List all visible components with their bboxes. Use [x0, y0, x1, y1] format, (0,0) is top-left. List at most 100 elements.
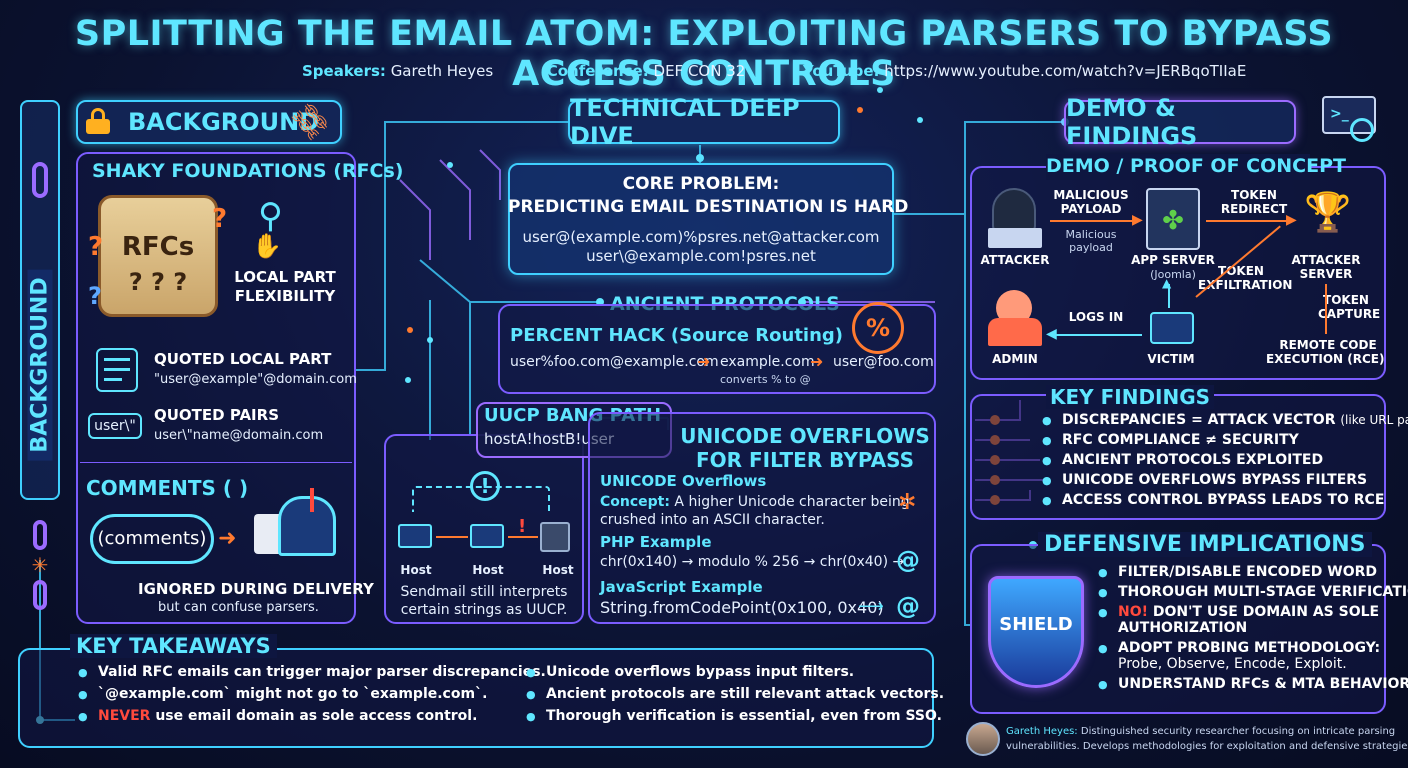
- finding-text: DISCREPANCIES = ATTACK VECTOR: [1062, 412, 1336, 428]
- hacker-icon: [992, 188, 1036, 232]
- never-label: NEVER: [98, 708, 151, 724]
- finding-note: (like URL parsing): [1340, 413, 1408, 427]
- takeaway-item: Unicode overflows bypass input filters.: [524, 664, 944, 680]
- chain-link-icon: [33, 520, 47, 550]
- conference-label: Conference:: [546, 62, 649, 80]
- rfc-scroll-icon: [98, 195, 218, 317]
- at-icon: @: [896, 546, 920, 574]
- divider: [80, 462, 352, 463]
- arrow-head-icon: ▶: [1132, 212, 1143, 228]
- arrow-left-icon: ◀: [1046, 326, 1057, 342]
- bio-line-1: Gareth Heyes: Distinguished security res…: [1006, 726, 1395, 737]
- question-marks: ? ? ?: [128, 268, 188, 296]
- chain-link-icon: [33, 580, 47, 610]
- host-link: [508, 536, 538, 538]
- finding-item: ACCESS CONTROL BYPASS LEADS TO RCE: [1040, 492, 1408, 508]
- sendmail-note-1: Sendmail still interprets: [400, 584, 568, 600]
- defense-item: FILTER/DISABLE ENCODED WORD: [1096, 564, 1408, 580]
- malicious-payload-1: MALICIOUS: [1053, 188, 1129, 202]
- speakers-value: Gareth Heyes: [390, 62, 494, 80]
- defense-text: DON'T USE DOMAIN AS SOLE: [1152, 604, 1380, 620]
- concept-text-1: A higher Unicode character being: [674, 494, 910, 510]
- shield-label: SHIELD: [999, 614, 1073, 635]
- demo-findings-label: DEMO & FINDINGS: [1066, 94, 1198, 150]
- defense-item-cont: AUTHORIZATION: [1118, 620, 1248, 636]
- php-code: chr(0x140) → modulo % 256 → chr(0x40) →: [600, 554, 905, 570]
- host-label: Host: [472, 563, 504, 577]
- findings-list: DISCREPANCIES = ATTACK VECTOR (like URL …: [1040, 412, 1408, 512]
- victim-icon: [1150, 312, 1194, 344]
- arrow-head-icon: ▶: [1286, 212, 1297, 228]
- percent-step-1: user%foo.com@example.com: [510, 354, 719, 370]
- defense-title: DEFENSIVE IMPLICATIONS: [1038, 532, 1372, 557]
- arrow-line: [1050, 220, 1138, 222]
- takeaway-item: NEVER use email domain as sole access co…: [76, 708, 546, 724]
- quoted-pairs-chip: user\": [88, 413, 142, 439]
- question-icon: ?: [88, 232, 104, 262]
- question-icon: ?: [88, 282, 102, 310]
- rce-label-1: REMOTE CODE: [1279, 338, 1377, 352]
- background-header-label: BACKGROUND: [128, 108, 320, 136]
- concept-label: Concept:: [600, 494, 670, 510]
- js-title: JavaScript Example: [600, 578, 763, 596]
- ignored-sub: but can confuse parsers.: [158, 600, 319, 615]
- core-example-1: user@(example.com)%psres.net@attacker.co…: [522, 228, 880, 246]
- app-server-sub: (Joomla): [1150, 268, 1196, 281]
- uucp-example: hostA!hostB!user: [484, 430, 615, 448]
- arrow-right-icon: ➜: [810, 352, 824, 371]
- doc-line: [104, 358, 130, 361]
- takeaway-item: `@example.com` might not go to `example.…: [76, 686, 546, 702]
- percent-gear-icon: %: [852, 302, 904, 354]
- token-exfil-2: EXFILTRATION: [1198, 278, 1293, 292]
- conference-value: DEF CON 32: [653, 62, 746, 80]
- takeaway-item: Ancient protocols are still relevant att…: [524, 686, 944, 702]
- defense-item: NO! DON'T USE DOMAIN AS SOLE: [1096, 604, 1408, 620]
- takeaway-item: Valid RFC emails can trigger major parse…: [76, 664, 546, 680]
- doc-line: [104, 368, 130, 371]
- finding-item: ANCIENT PROTOCOLS EXPLOITED: [1040, 452, 1408, 468]
- rce-label-2: EXECUTION (RCE): [1266, 352, 1385, 366]
- chain-link-icon: [32, 162, 48, 198]
- broken-chain: ✳: [22, 520, 58, 610]
- defense-item: THOROUGH MULTI-STAGE VERIFICATION: [1096, 584, 1408, 600]
- background-header: BACKGROUND: [76, 100, 342, 144]
- malicious-payload-2: PAYLOAD: [1060, 202, 1122, 216]
- host-link: [436, 536, 468, 538]
- arrow-right-icon: ➜: [218, 526, 237, 551]
- joomla-logo-icon: ✤: [1162, 206, 1184, 236]
- php-title: PHP Example: [600, 533, 712, 551]
- arrow-line: [1206, 220, 1292, 222]
- comments-bubble: (comments): [90, 514, 214, 564]
- meta-line: Speakers: Gareth Heyes Conference: DEF C…: [302, 62, 1246, 80]
- at-icon: @: [896, 592, 920, 620]
- mailbox-icon: [278, 496, 336, 556]
- host-label: Host: [542, 563, 574, 577]
- question-icon: ?: [212, 204, 228, 234]
- js-code: String.fromCodePoint(0x100, 0x40): [600, 598, 884, 617]
- search-icon: [1350, 118, 1374, 142]
- takeaways-right: Unicode overflows bypass input filters. …: [524, 664, 944, 730]
- youtube-link[interactable]: https://www.youtube.com/watch?v=JERBqoTI…: [884, 62, 1247, 80]
- token-redirect-2: REDIRECT: [1220, 202, 1288, 216]
- defense-item-cont: Probe, Observe, Encode, Exploit.: [1118, 656, 1347, 672]
- doc-line: [104, 378, 122, 381]
- finding-item: DISCREPANCIES = ATTACK VECTOR (like URL …: [1040, 412, 1408, 428]
- arrow-right-icon: ⟶: [858, 596, 884, 617]
- takeaway-text: use email domain as sole access control.: [155, 708, 478, 724]
- finding-item: RFC COMPLIANCE ≠ SECURITY: [1040, 432, 1408, 448]
- admin-label: ADMIN: [992, 352, 1038, 366]
- arrow-up-icon: ▲: [1162, 276, 1172, 290]
- quoted-local-title: QUOTED LOCAL PART: [154, 350, 332, 368]
- crush-icon: ✲: [898, 490, 917, 515]
- warning-mark: !: [518, 516, 527, 537]
- host-computer-icon: [398, 524, 432, 548]
- padlock-icon: [86, 108, 110, 134]
- bio-line-2: vulnerabilities. Develops methodologies …: [1006, 741, 1408, 752]
- defense-list: FILTER/DISABLE ENCODED WORD THOROUGH MUL…: [1096, 564, 1408, 692]
- quoted-local-example: "user@example"@domain.com: [154, 372, 357, 387]
- sendmail-note-2: certain strings as UUCP.: [400, 602, 568, 618]
- unicode-subtitle: UNICODE Overflows: [600, 472, 767, 490]
- percent-hack-title: PERCENT HACK (Source Routing): [510, 325, 844, 346]
- mailbox-flag-icon: [310, 488, 314, 512]
